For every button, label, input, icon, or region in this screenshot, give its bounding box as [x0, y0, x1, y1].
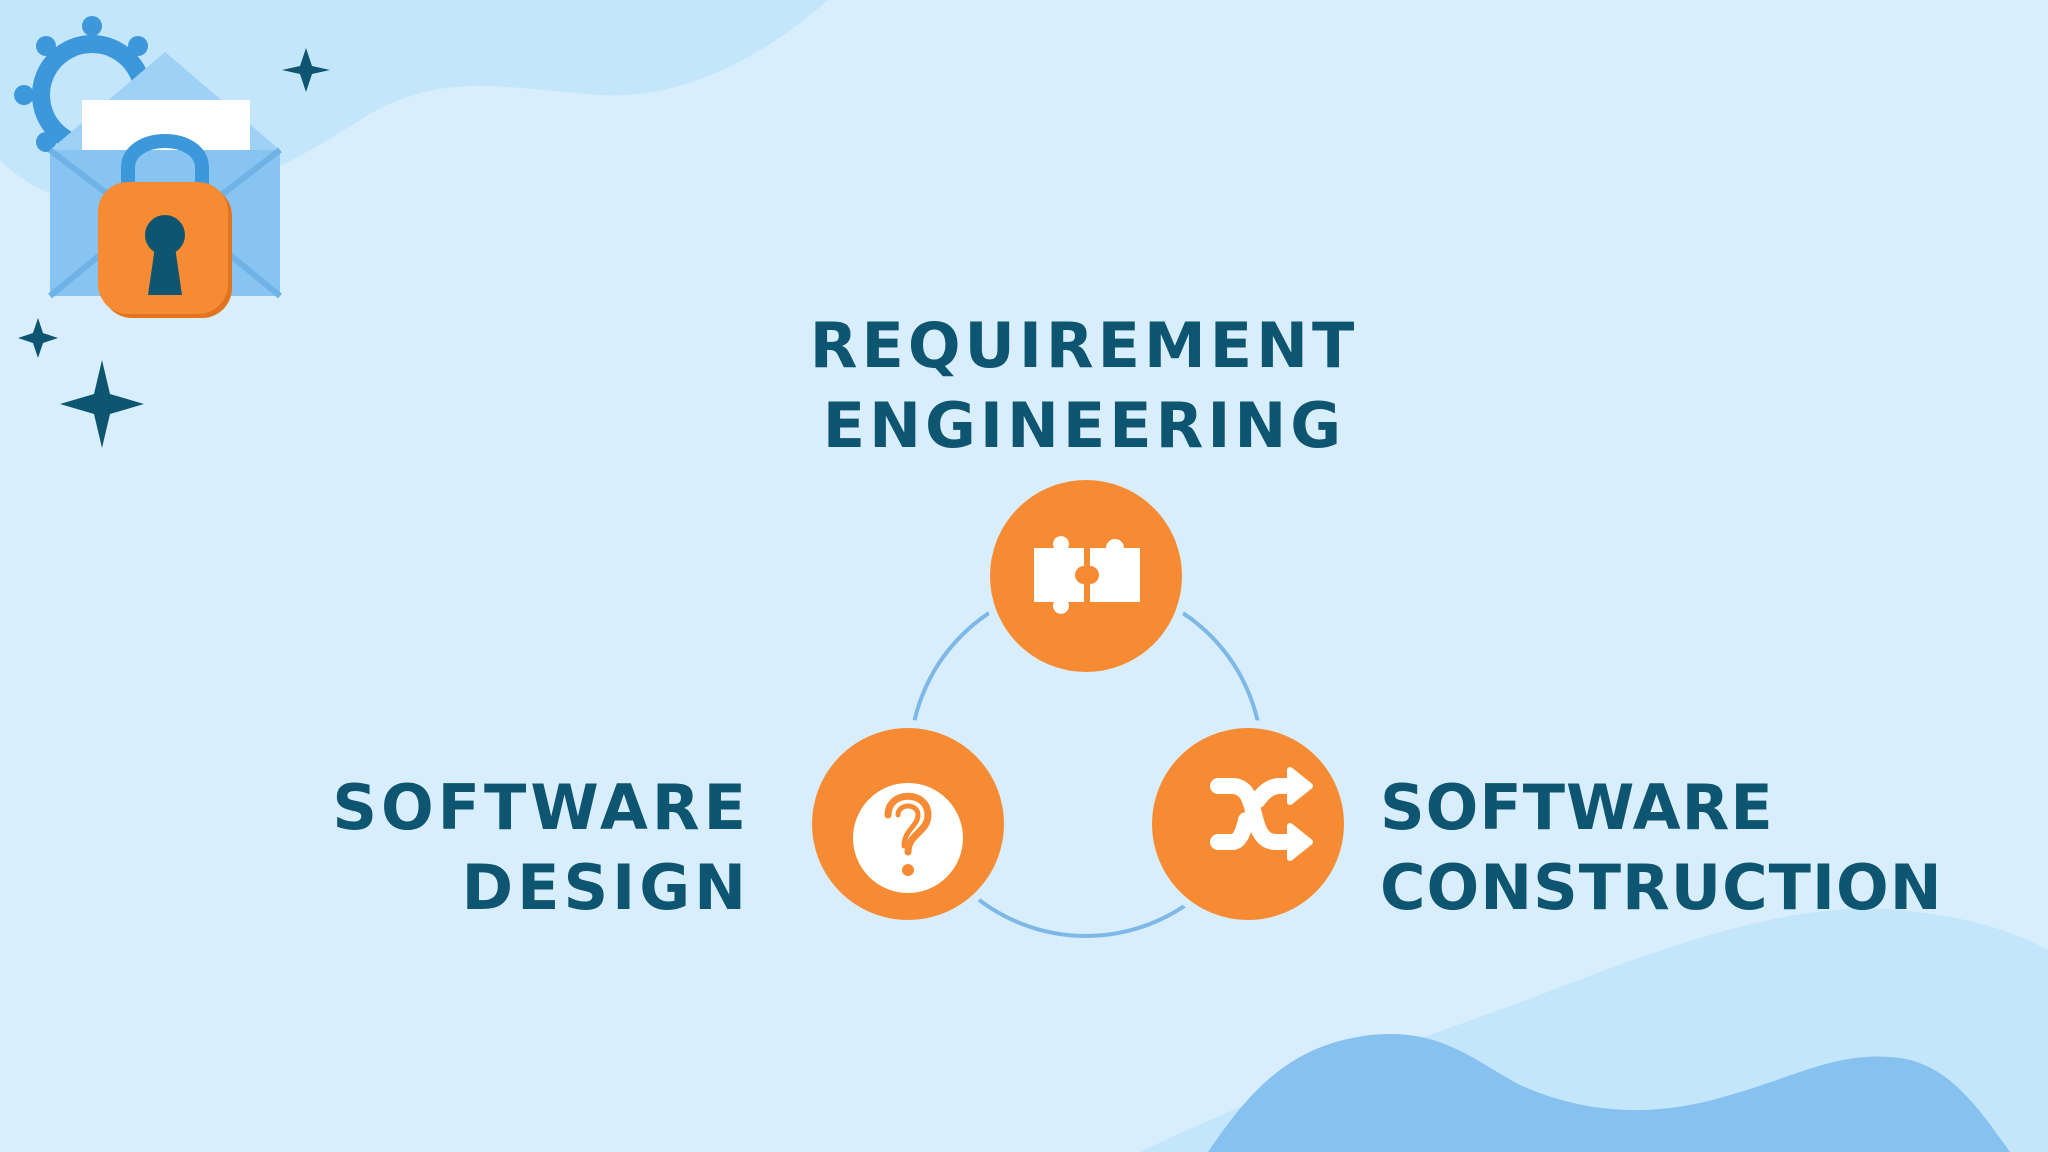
label-line: ENGINEERING: [822, 389, 1346, 462]
label-line: REQUIREMENT: [809, 309, 1359, 382]
label-software-design: SOFTWARE DESIGN: [230, 768, 750, 928]
node-requirement-engineering: [982, 472, 1190, 680]
label-requirement-engineering: REQUIREMENT ENGINEERING: [724, 306, 1444, 466]
label-software-construction: SOFTWARE CONSTRUCTION: [1380, 768, 2040, 928]
label-line: SOFTWARE: [1380, 771, 1774, 844]
node-software-construction: [1144, 720, 1352, 928]
node-software-design: [804, 720, 1012, 928]
label-line: DESIGN: [461, 851, 750, 924]
padlock-icon: [98, 134, 232, 318]
label-line: CONSTRUCTION: [1380, 851, 1943, 924]
puzzle-icon: [1034, 536, 1140, 614]
question-icon: [853, 783, 963, 893]
shuffle-arrows-icon: [1210, 767, 1313, 861]
sparkle-icon: [18, 48, 330, 448]
label-line: SOFTWARE: [332, 771, 750, 844]
bottom-right-wave-dark: [1208, 1033, 2010, 1152]
gear-icon: [14, 16, 152, 155]
